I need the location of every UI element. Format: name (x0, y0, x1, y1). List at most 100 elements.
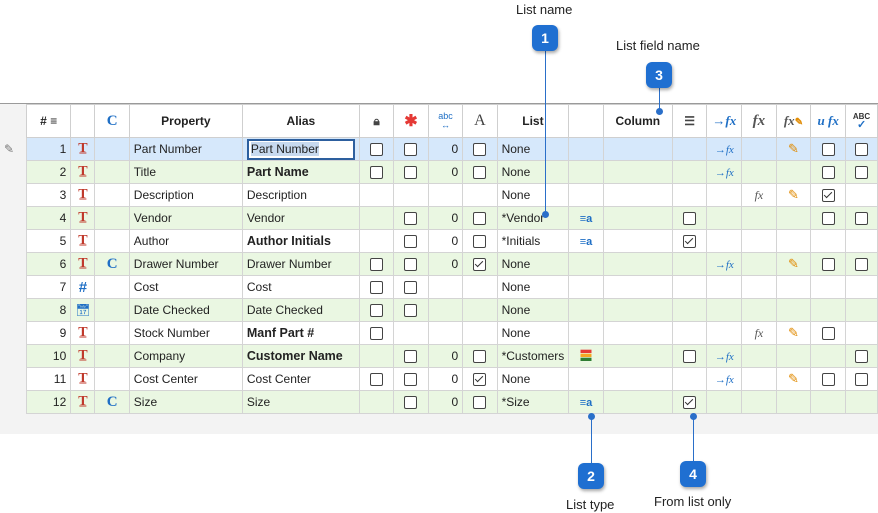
property-cell[interactable]: Stock Number (128, 321, 243, 345)
fx-arrow-cell[interactable] (706, 321, 743, 345)
required-cell[interactable] (393, 275, 429, 299)
alias-cell[interactable]: Part Number (241, 137, 360, 161)
uppercase-checkbox[interactable] (473, 373, 487, 387)
required-checkbox[interactable] (404, 143, 418, 157)
width-cell[interactable]: 0 (427, 229, 464, 253)
user-fx-checkbox[interactable] (821, 373, 835, 387)
user-fx-checkbox[interactable] (821, 327, 835, 341)
width-cell[interactable] (427, 321, 464, 345)
list-cell[interactable]: None (496, 183, 570, 207)
header-alias[interactable]: Alias (241, 104, 360, 138)
spellcheck-cell[interactable] (845, 183, 878, 207)
header-from-list[interactable]: ☰ (671, 104, 708, 138)
user-fx-cell[interactable] (810, 275, 847, 299)
user-fx-checkbox[interactable] (821, 212, 835, 226)
property-cell[interactable]: Size (128, 390, 243, 414)
required-checkbox[interactable] (404, 304, 418, 318)
required-checkbox[interactable] (404, 396, 418, 410)
from-list-cell[interactable] (671, 160, 708, 184)
fx-edit-cell[interactable] (775, 390, 812, 414)
from-list-cell[interactable] (671, 344, 708, 368)
required-checkbox[interactable] (404, 166, 418, 180)
alias-edit-field[interactable]: Part Number (246, 138, 355, 160)
from-list-cell[interactable] (671, 229, 708, 253)
spellcheck-cell[interactable] (845, 298, 878, 322)
from-list-checkbox[interactable] (683, 396, 697, 410)
uppercase-cell[interactable] (462, 390, 498, 414)
alias-cell[interactable]: Cost Center (241, 367, 360, 391)
list-type-cell[interactable] (568, 367, 604, 391)
property-cell[interactable]: Title (128, 160, 243, 184)
property-cell[interactable]: Description (128, 183, 243, 207)
fx-edit-cell[interactable]: ✎ (775, 321, 812, 345)
width-cell[interactable]: 0 (427, 344, 464, 368)
fx-arrow-cell[interactable]: →fx (706, 344, 743, 368)
from-list-cell[interactable] (671, 367, 708, 391)
lock-cell[interactable] (358, 275, 395, 299)
required-cell[interactable] (393, 344, 429, 368)
header-property[interactable]: Property (128, 104, 243, 138)
column-cell[interactable] (602, 344, 673, 368)
user-fx-checkbox[interactable] (821, 258, 835, 272)
list-type-cell[interactable] (568, 137, 604, 161)
header-list-type[interactable] (568, 104, 604, 138)
list-type-cell[interactable] (568, 275, 604, 299)
lock-checkbox[interactable] (370, 166, 384, 180)
spellcheck-cell[interactable] (845, 275, 878, 299)
uppercase-cell[interactable] (462, 344, 498, 368)
required-cell[interactable] (393, 229, 429, 253)
required-cell[interactable] (393, 206, 429, 230)
column-cell[interactable] (602, 137, 673, 161)
fx-arrow-cell[interactable] (706, 298, 743, 322)
fx-cell[interactable] (741, 160, 777, 184)
table-row[interactable]: 3 T̲ Description Description None fx ✎ (0, 183, 878, 207)
table-row[interactable]: 6 T̲ C Drawer Number Drawer Number 0 Non… (0, 252, 878, 276)
header-abc-width[interactable]: abc↔ (427, 104, 464, 138)
fx-arrow-cell[interactable] (706, 275, 743, 299)
alias-cell[interactable]: Author Initials (241, 229, 360, 253)
alias-cell[interactable]: Part Name (241, 160, 360, 184)
uppercase-checkbox[interactable] (473, 212, 487, 226)
list-type-cell[interactable] (568, 321, 604, 345)
column-cell[interactable] (602, 229, 673, 253)
from-list-cell[interactable] (671, 137, 708, 161)
fx-arrow-cell[interactable]: →fx (706, 252, 743, 276)
uppercase-checkbox[interactable] (473, 396, 487, 410)
property-cell[interactable]: Author (128, 229, 243, 253)
user-fx-cell[interactable] (810, 367, 847, 391)
fx-edit-cell[interactable]: ✎ (775, 137, 812, 161)
uppercase-cell[interactable] (462, 206, 498, 230)
property-cell[interactable]: Date Checked (128, 298, 243, 322)
alias-cell[interactable]: Description (241, 183, 360, 207)
width-cell[interactable]: 0 (427, 390, 464, 414)
lock-cell[interactable] (358, 137, 395, 161)
uppercase-checkbox[interactable] (473, 166, 487, 180)
lock-cell[interactable] (358, 183, 395, 207)
uppercase-checkbox[interactable] (473, 235, 487, 249)
from-list-cell[interactable] (671, 252, 708, 276)
user-fx-cell[interactable] (810, 183, 847, 207)
column-cell[interactable] (602, 367, 673, 391)
user-fx-cell[interactable] (810, 229, 847, 253)
list-type-cell[interactable] (568, 160, 604, 184)
header-number[interactable]: # ≡ (26, 104, 72, 138)
lock-cell[interactable] (358, 206, 395, 230)
table-row[interactable]: 5 T̲ Author Author Initials 0 *Initials … (0, 229, 878, 253)
width-cell[interactable]: 0 (427, 206, 464, 230)
fx-edit-cell[interactable] (775, 298, 812, 322)
fx-cell[interactable] (741, 275, 777, 299)
fx-cell[interactable] (741, 229, 777, 253)
user-fx-checkbox[interactable] (821, 143, 835, 157)
from-list-cell[interactable] (671, 298, 708, 322)
column-cell[interactable] (602, 252, 673, 276)
width-cell[interactable] (427, 275, 464, 299)
fx-edit-cell[interactable] (775, 160, 812, 184)
fx-arrow-cell[interactable]: →fx (706, 137, 743, 161)
list-cell[interactable]: None (496, 160, 570, 184)
table-row[interactable]: 4 T̲ Vendor Vendor 0 *Vendor ≡a (0, 206, 878, 230)
spellcheck-checkbox[interactable] (855, 212, 869, 226)
property-cell[interactable]: Vendor (128, 206, 243, 230)
uppercase-cell[interactable] (462, 367, 498, 391)
from-list-cell[interactable] (671, 275, 708, 299)
list-type-cell[interactable]: ≡a (568, 390, 604, 414)
